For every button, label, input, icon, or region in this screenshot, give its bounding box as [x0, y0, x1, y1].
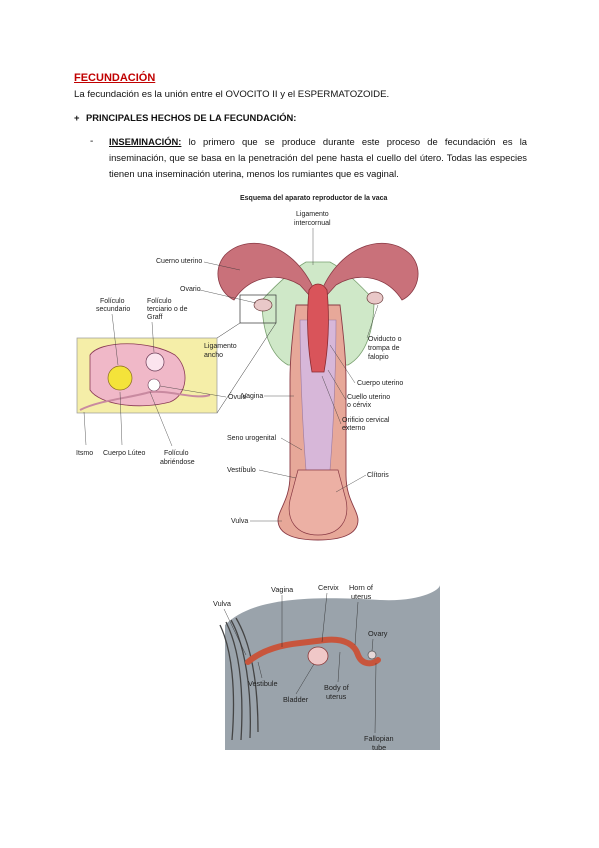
label-foliculo-secundario-1: Folículo [100, 298, 125, 305]
figure2-body-silhouette [225, 585, 440, 750]
label-vulva-en: Vulva [213, 599, 232, 608]
label-foliculo-terciario-1: Folículo [147, 298, 172, 305]
page-title: FECUNDACIÓN [74, 72, 156, 84]
label-seno-urogenital: Seno urogenital [227, 435, 276, 442]
label-cuerno-uterino: Cuerno uterino [156, 258, 202, 265]
section-bullet: + [74, 112, 80, 123]
vestibule [288, 469, 348, 536]
label-cuello-1: Cuello uterino [347, 394, 390, 401]
label-cervix-en: Cervix [318, 583, 339, 592]
inseminacion-paragraph: INSEMINACIÓN: lo primero que se produce … [109, 134, 527, 182]
inset-corpus-luteum [107, 365, 133, 391]
label-oviducto-3: falopio [368, 354, 389, 361]
label-bladder-en: Bladder [283, 695, 309, 704]
section-heading: + PRINCIPALES HECHOS DE LA FECUNDACIÓN: [74, 112, 296, 123]
item-bullet: - [90, 136, 94, 147]
figure1-labels: Ligamento intercornual Cuerno uterino Ov… [76, 211, 403, 525]
cervix-folds [307, 283, 329, 373]
label-vestibulo: Vestíbulo [227, 467, 256, 474]
inseminacion-term: INSEMINACIÓN: [109, 136, 182, 147]
left-ovary [253, 298, 273, 312]
label-orificio-1: Orificio cervical [342, 417, 390, 424]
right-ovary [366, 291, 384, 305]
label-ligamento-1: Ligamento [296, 211, 329, 218]
label-clitoris: Clítoris [367, 472, 389, 479]
inset-ovum [147, 378, 161, 392]
label-foliculo-terciario-3: Graff [147, 314, 162, 321]
left-uterine-horn [217, 242, 319, 307]
label-foliculo-terciario-2: terciario o de [147, 306, 188, 313]
label-oviducto-1: Oviducto o [368, 336, 402, 343]
inset-tertiary-follicle [145, 352, 165, 372]
label-foliculo-abriendose-1: Folículo [164, 450, 189, 457]
label-vagina: Vagina [242, 393, 263, 400]
zoom-line-bottom [216, 322, 277, 414]
figure2-tail [219, 617, 259, 741]
section-heading-text: PRINCIPALES HECHOS DE LA FECUNDACIÓN: [86, 112, 297, 123]
label-horn-2: uterus [351, 592, 372, 601]
label-foliculo-abriendose-2: abriéndose [160, 459, 195, 466]
label-cuello-2: o cérvix [347, 402, 372, 409]
figure2-labels: Vulva Vagina Cervix Horn of uterus Ovary… [213, 583, 394, 752]
label-itsmo: Itsmo [76, 450, 93, 457]
figure2-ovary [367, 650, 377, 660]
label-oviducto-2: trompa de [368, 345, 400, 352]
label-orificio-2: externo [342, 425, 365, 432]
label-vestibule-en: Vestibule [248, 679, 278, 688]
label-cuerpo-luteo: Cuerpo Lúteo [103, 450, 146, 457]
inseminacion-text: lo primero que se produce durante este p… [109, 136, 527, 179]
label-body-1: Body of [324, 683, 350, 692]
label-cuerpo-uterino: Cuerpo uterino [357, 380, 403, 387]
ovary-zoom-box [239, 294, 277, 324]
label-ovario: Ovario [180, 286, 201, 293]
zoom-line-top [216, 322, 241, 339]
label-ovulo: Óvulo [228, 392, 246, 401]
intro-paragraph: La fecundación es la unión entre el OVOC… [74, 89, 390, 100]
label-vulva: Vulva [231, 518, 248, 525]
figure2-bladder [307, 646, 329, 666]
figure1-title: Esquema del aparato reproductor de la va… [240, 195, 388, 202]
label-horn-1: Horn of [349, 583, 374, 592]
label-ovary-en: Ovary [368, 629, 388, 638]
label-ligamento-2: intercornual [294, 220, 331, 227]
inset-ovary [89, 343, 186, 407]
right-uterine-horn [317, 242, 419, 307]
label-ligamento-ancho-2: ancho [204, 352, 223, 359]
label-body-2: uterus [326, 692, 347, 701]
label-vagina-en: Vagina [271, 585, 294, 594]
label-fallopian-2: tube [372, 743, 386, 752]
inset-isthmus [79, 390, 211, 411]
figure2-reproductive-tract [245, 636, 381, 667]
label-fallopian-1: Fallopian [364, 734, 394, 743]
label-ligamento-ancho-1: Ligamento [204, 343, 237, 350]
label-foliculo-secundario-2: secundario [96, 306, 130, 313]
